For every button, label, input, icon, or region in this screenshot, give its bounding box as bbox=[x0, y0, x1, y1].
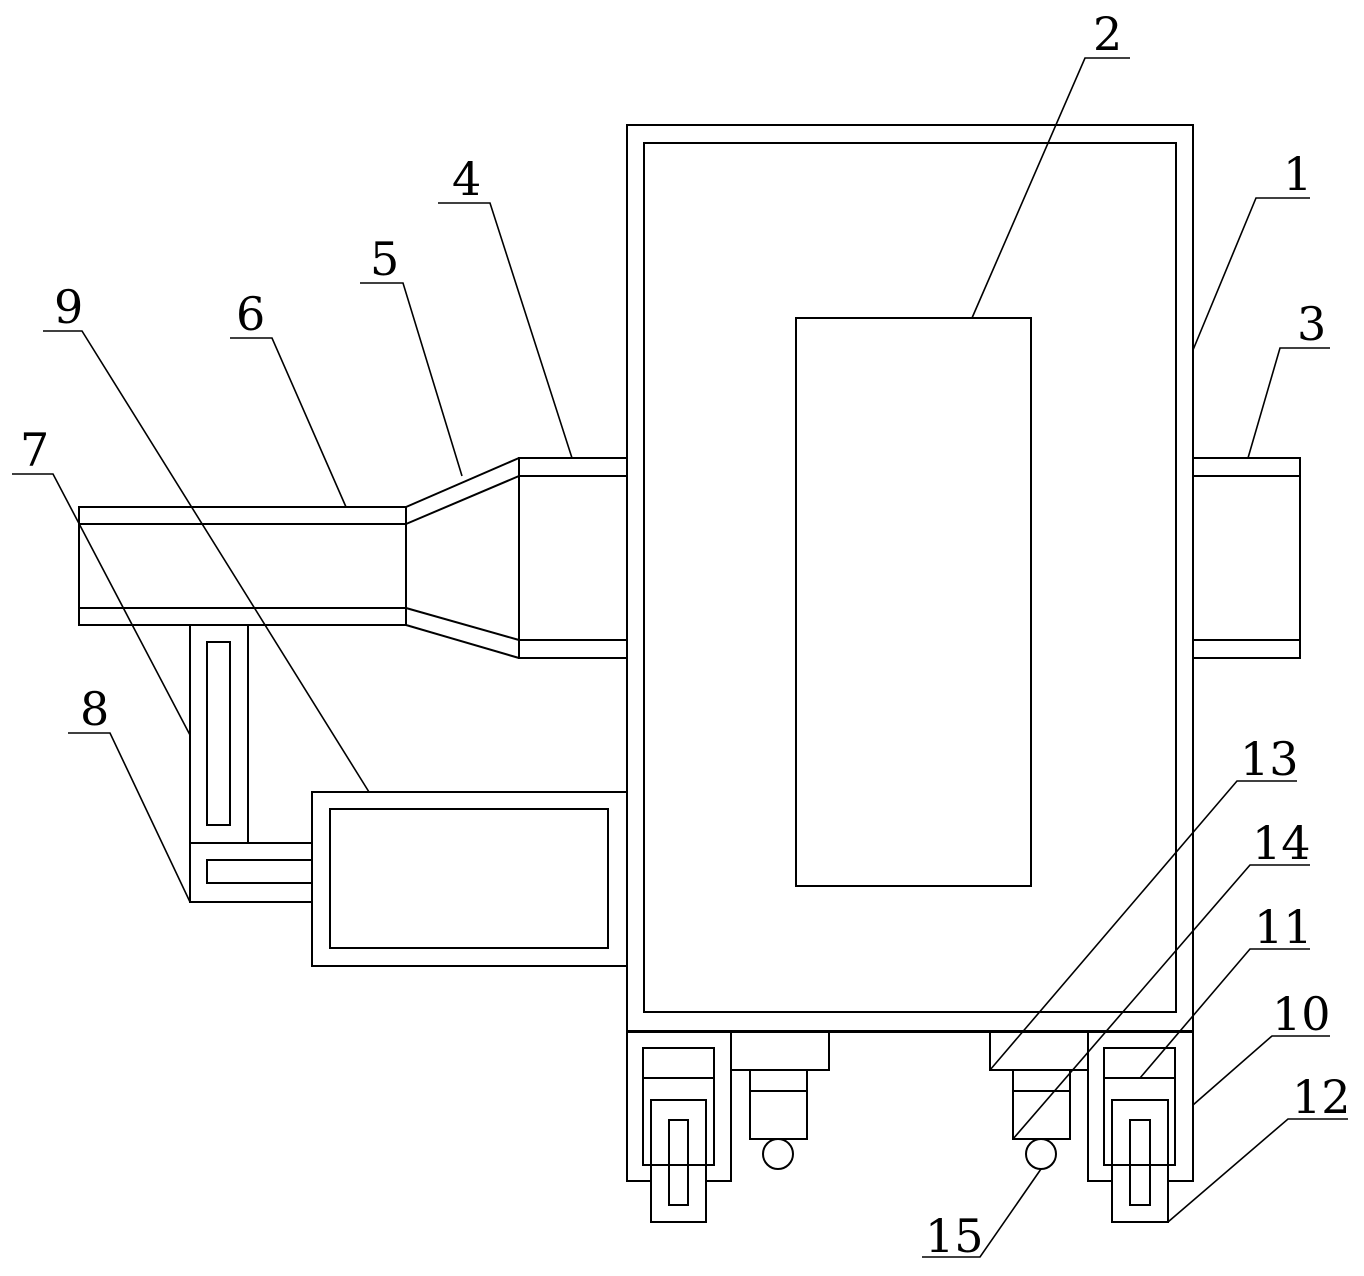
horizontal-support-part-8 bbox=[190, 842, 313, 884]
leader-10 bbox=[1192, 1035, 1330, 1106]
side-box-part-9 bbox=[311, 791, 628, 967]
tapered-connector-part-5 bbox=[405, 457, 520, 659]
label-2: 2 bbox=[1093, 7, 1122, 61]
label-3: 3 bbox=[1297, 297, 1326, 351]
label-5: 5 bbox=[370, 232, 399, 286]
brake-ball-part-15 bbox=[1025, 1138, 1057, 1170]
label-7: 7 bbox=[20, 423, 49, 477]
leader-11 bbox=[1139, 948, 1310, 1079]
label-15: 15 bbox=[925, 1209, 984, 1263]
leader-2 bbox=[971, 57, 1130, 319]
leader-12 bbox=[1167, 1118, 1348, 1223]
leader-1 bbox=[1192, 197, 1310, 351]
housing-part-1 bbox=[626, 124, 1194, 1032]
left-caster-bracket bbox=[626, 1031, 732, 1223]
inlet-duct-part-4 bbox=[518, 457, 628, 659]
label-14: 14 bbox=[1252, 816, 1311, 870]
leader-7 bbox=[12, 473, 191, 736]
label-6: 6 bbox=[236, 287, 265, 341]
label-11: 11 bbox=[1254, 900, 1313, 954]
suction-pipe-part-6 bbox=[78, 506, 407, 626]
leader-3 bbox=[1247, 347, 1330, 459]
left-brake-assembly bbox=[730, 1030, 830, 1170]
leader-6 bbox=[230, 337, 347, 508]
right-caster-part-10 bbox=[1087, 1031, 1194, 1223]
outlet-duct-part-3 bbox=[1192, 457, 1301, 659]
label-12: 12 bbox=[1292, 1070, 1351, 1124]
label-9: 9 bbox=[54, 280, 83, 334]
reference-numerals: 1 2 3 4 5 6 7 8 9 10 11 12 13 14 15 bbox=[20, 7, 1351, 1263]
leader-14 bbox=[1012, 864, 1310, 1140]
base-plate bbox=[626, 1030, 1194, 1033]
wheel-part-12 bbox=[1111, 1099, 1169, 1223]
label-1: 1 bbox=[1283, 147, 1312, 201]
leader-lines bbox=[12, 57, 1348, 1258]
leader-15 bbox=[922, 1168, 1042, 1258]
label-10: 10 bbox=[1272, 987, 1331, 1041]
label-8: 8 bbox=[80, 682, 109, 736]
inner-panel-part-2 bbox=[795, 317, 1032, 887]
label-13: 13 bbox=[1240, 732, 1299, 786]
leader-5 bbox=[360, 282, 463, 477]
leader-9 bbox=[43, 330, 370, 793]
label-4: 4 bbox=[452, 152, 481, 206]
leader-13 bbox=[989, 780, 1297, 1071]
leader-8 bbox=[68, 732, 191, 903]
leader-4 bbox=[438, 202, 573, 459]
